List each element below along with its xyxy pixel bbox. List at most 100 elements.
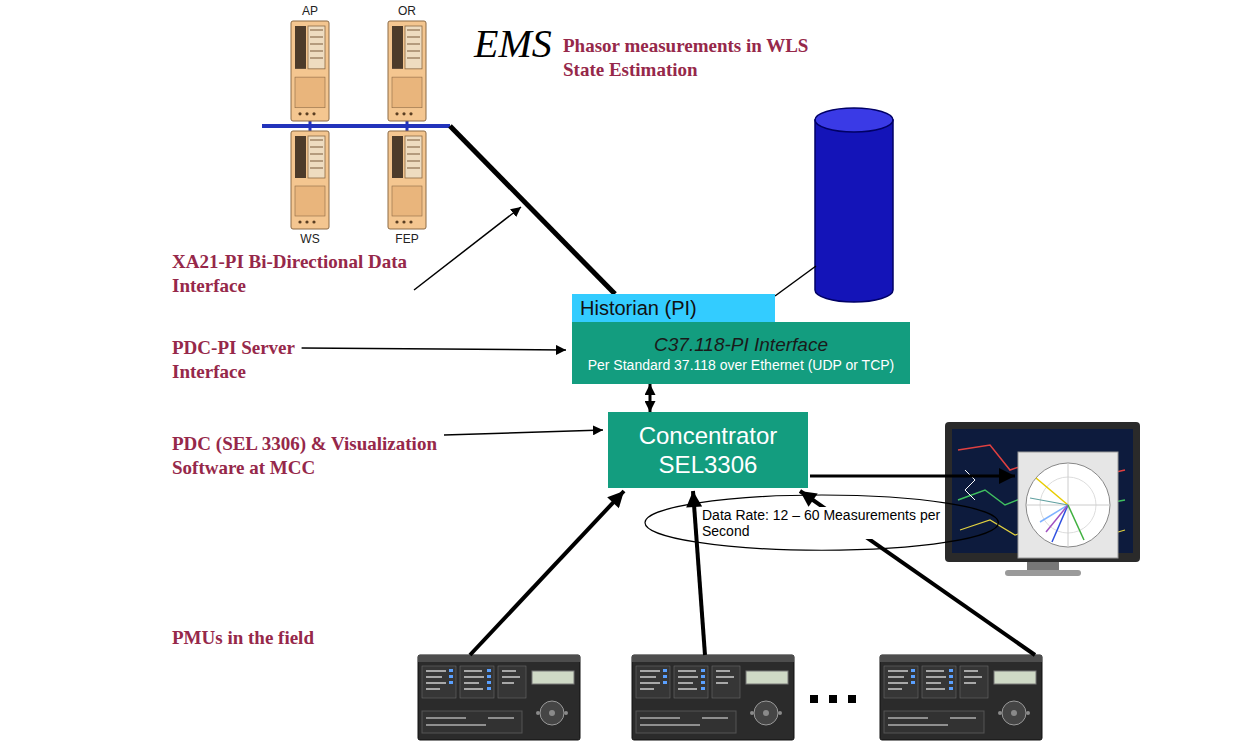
server-icon [305,220,308,223]
server-label: OR [384,4,430,18]
server-icon [310,37,323,38]
server-icon [310,51,323,52]
server-icon [295,77,325,108]
ellipse-outline [645,495,998,550]
monitor-picture [1005,570,1081,576]
server-icon [384,20,430,122]
server-icon [407,58,420,59]
pmu-device [418,655,580,740]
ellipsis-dots [810,695,856,703]
server-icon [308,136,325,178]
concentrator-box: Concentrator SEL3306 [608,412,808,488]
server-icon [407,147,420,148]
database-link [775,266,816,296]
phasor-plot [1046,505,1068,532]
server-icon [392,77,422,108]
server-icon [310,140,323,141]
server-icon [312,112,315,115]
server-icon [405,136,422,178]
phasor-plot [1030,498,1068,505]
server-icon [409,112,412,115]
server-icon [407,51,420,52]
data-link [450,126,615,294]
database-cylinder [815,108,893,302]
server-icon [384,130,430,230]
server-icon [291,131,329,229]
pmu-data-arrows [470,491,1035,655]
server-icon [409,220,412,223]
server-icon [407,154,420,155]
server-icon [395,112,398,115]
callout-label: PDC (SEL 3306) & Visualization Software … [172,432,502,480]
server-icon [407,140,420,141]
box-title: Concentrator SEL3306 [618,421,798,479]
ellipsis-dots [829,695,837,703]
server-label: AP [287,4,333,18]
server-icon [310,168,323,169]
server-icon [287,20,333,122]
server-icon [392,136,403,178]
leader-arrow [414,207,521,290]
server-icon [388,131,426,229]
pmu-device [880,655,1042,740]
system-group: EMSAPORWSFEP [258,2,450,248]
server-icon [407,37,420,38]
ellipse-text: Data Rate: 12 – 60 Measurements per Seco… [702,507,942,539]
server-icon [310,44,323,45]
ems-bus [262,121,450,131]
server-icon [312,220,315,223]
monitor-picture [945,422,1140,576]
monitor-picture [945,422,1140,562]
ems-bus [262,124,450,128]
phasor-plot [1036,478,1068,505]
server-icon [395,220,398,223]
server-icon [308,26,325,69]
server-icon [295,186,325,216]
server-icon [295,26,306,69]
ellipsis-dots [848,695,856,703]
server-icon [287,130,333,230]
server-label: WS [287,232,333,246]
database-cylinder [815,120,893,302]
server-icon [298,112,301,115]
server-node: OR [384,4,430,122]
server-node: FEP [384,130,430,246]
ellipsis-dots [810,695,818,703]
box-text: Per Standard 37.118 over Ethernet (UDP o… [582,356,900,374]
phasor-plot [1068,505,1084,540]
phasor-plot [1018,452,1118,558]
note-label: Phasor measurements in WLS State Estimat… [563,34,828,82]
server-node: AP [287,4,333,122]
interface-box: C37.118-PI InterfacePer Standard 37.118 … [572,322,910,384]
phasor-plot [1052,505,1068,542]
server-icon [310,161,323,162]
data-rate-ellipse: Data Rate: 12 – 60 Measurements per Seco… [644,494,999,551]
server-icon [402,112,405,115]
callout-label: PDC-PI Server Interface [172,336,322,384]
callout-label: XA21-PI Bi-Directional Data Interface [172,250,412,298]
server-icon [310,58,323,59]
ems-bus [406,121,409,131]
server-icon [388,21,426,121]
pmu-device [632,655,794,740]
server-icon [405,26,422,69]
monitor-picture [1027,562,1059,570]
phasor-plot [1018,452,1118,558]
server-icon [295,136,306,178]
ems-bus [309,121,312,131]
box-text: C37.118-PI Interface [582,333,900,356]
server-icon [291,21,329,121]
leader-arrow [302,348,566,350]
system-heading: EMS [474,22,552,66]
server-icon [392,26,403,69]
server-icon [407,44,420,45]
historian-box: Historian (PI) [572,294,775,322]
phasor-plot [1026,463,1110,547]
server-icon [310,154,323,155]
server-icon [407,168,420,169]
data-arrow [649,384,652,412]
server-icon [407,161,420,162]
server-icon [298,220,301,223]
leader-arrow [444,430,603,435]
